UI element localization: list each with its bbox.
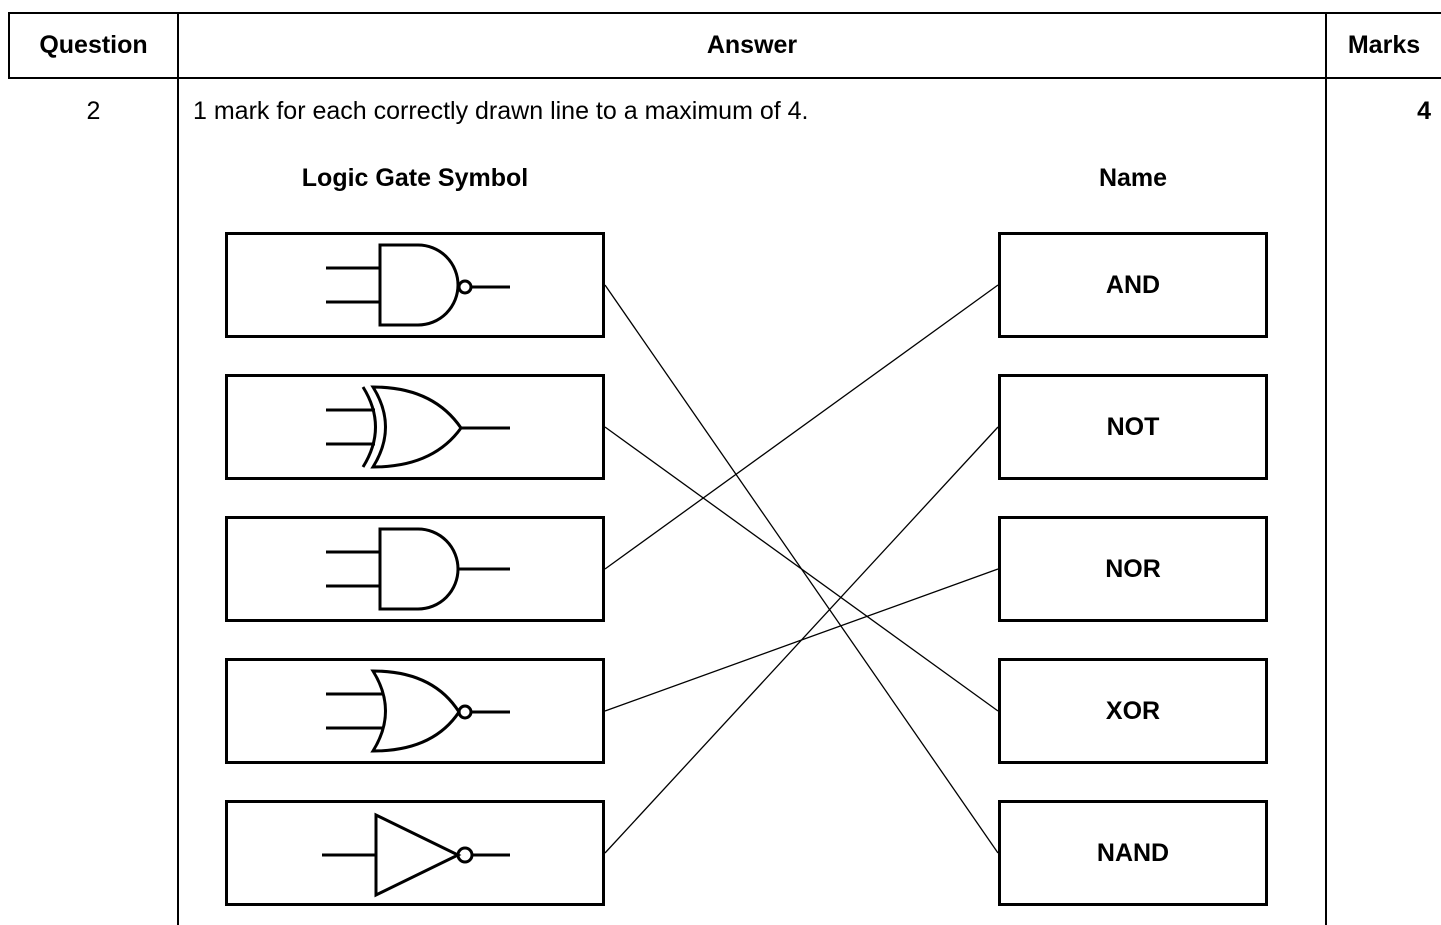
question-column-divider bbox=[177, 12, 179, 925]
question-header: Question bbox=[39, 30, 148, 59]
nand-gate-icon bbox=[326, 243, 510, 327]
gate-box-4 bbox=[225, 658, 605, 764]
marks-column-divider bbox=[1325, 12, 1327, 925]
question-number: 2 bbox=[86, 97, 101, 125]
answer-header: Answer bbox=[706, 30, 798, 59]
connector-line-xor bbox=[604, 426, 999, 712]
table-header-divider bbox=[8, 77, 1441, 79]
marks-header: Marks bbox=[1347, 30, 1421, 59]
logic-gate-symbol-heading: Logic Gate Symbol bbox=[301, 164, 529, 192]
name-box-nand: NAND bbox=[998, 800, 1268, 906]
gate-box-5 bbox=[225, 800, 605, 906]
marks-value: 4 bbox=[1417, 97, 1431, 125]
gate-box-1 bbox=[225, 232, 605, 338]
not-gate-icon bbox=[322, 812, 510, 898]
mark-instruction: 1 mark for each correctly drawn line to … bbox=[193, 97, 809, 125]
name-box-not: NOT bbox=[998, 374, 1268, 480]
gate-box-2 bbox=[225, 374, 605, 480]
name-box-nor: NOR bbox=[998, 516, 1268, 622]
gate-box-3 bbox=[225, 516, 605, 622]
and-gate-icon bbox=[326, 527, 510, 611]
name-box-and: AND bbox=[998, 232, 1268, 338]
connector-line-and bbox=[604, 284, 999, 570]
name-box-xor: XOR bbox=[998, 658, 1268, 764]
nor-gate-icon bbox=[326, 669, 510, 753]
table-top-border bbox=[8, 12, 1441, 14]
name-heading: Name bbox=[1098, 164, 1168, 192]
table-left-border bbox=[8, 12, 10, 79]
connector-line-not bbox=[604, 426, 999, 854]
xor-gate-icon bbox=[326, 385, 510, 469]
